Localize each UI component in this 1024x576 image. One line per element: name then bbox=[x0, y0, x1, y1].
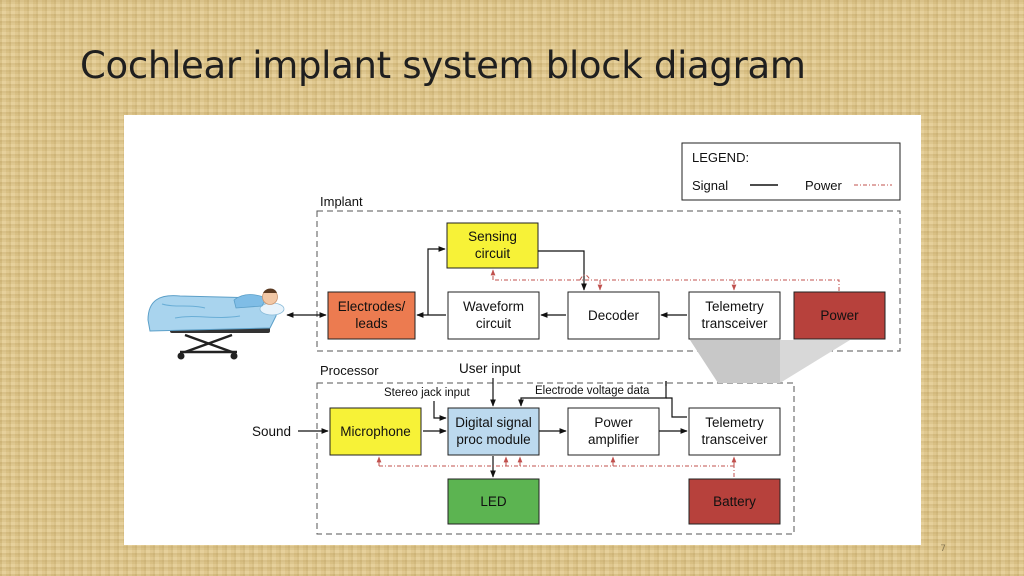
implant-power-lines bbox=[490, 269, 840, 291]
waveform-circuit-block: Waveform circuit bbox=[447, 291, 540, 340]
decoder-label: Decoder bbox=[588, 308, 640, 323]
power-link bbox=[780, 340, 850, 383]
dsp-label-1: Digital signal bbox=[455, 415, 532, 430]
user-input-label: User input bbox=[459, 361, 521, 376]
implant-power-label: Power bbox=[820, 308, 859, 323]
block-diagram-figure: LEGEND: Signal Power Implant Processor S… bbox=[124, 115, 921, 545]
legend-power-label: Power bbox=[805, 178, 843, 193]
sound-label: Sound bbox=[252, 424, 291, 439]
led-label: LED bbox=[480, 494, 507, 509]
decoder-block: Decoder bbox=[567, 291, 660, 340]
processor-power-lines bbox=[376, 456, 737, 477]
microphone-block: Microphone bbox=[329, 407, 422, 456]
implant-signal-lines bbox=[286, 246, 687, 318]
legend: LEGEND: Signal Power bbox=[681, 142, 901, 201]
implant-telemetry-label-2: transceiver bbox=[701, 316, 768, 331]
legend-title: LEGEND: bbox=[692, 150, 749, 165]
processor-group: Processor bbox=[316, 363, 795, 535]
slide-title: Cochlear implant system block diagram bbox=[80, 44, 806, 87]
electrodes-label-2: leads bbox=[355, 316, 388, 331]
sensing-label-2: circuit bbox=[475, 246, 511, 261]
implant-group: Implant bbox=[316, 194, 901, 352]
electrode-voltage-label: Electrode voltage data bbox=[535, 385, 650, 397]
implant-power-block: Power bbox=[793, 291, 886, 340]
stereo-jack-label: Stereo jack input bbox=[384, 387, 470, 399]
processor-telemetry-label-2: transceiver bbox=[701, 432, 768, 447]
page-number: 7 bbox=[940, 544, 946, 554]
legend-signal-label: Signal bbox=[692, 178, 728, 193]
amplifier-label-2: amplifier bbox=[588, 432, 640, 447]
electrodes-leads-block: Electrodes/ leads bbox=[327, 291, 416, 340]
amplifier-label-1: Power bbox=[594, 415, 633, 430]
patient-on-stretcher-icon bbox=[147, 288, 285, 360]
waveform-label-2: circuit bbox=[476, 316, 512, 331]
implant-telemetry-block: Telemetry transceiver bbox=[688, 291, 781, 340]
waveform-label-1: Waveform bbox=[463, 299, 524, 314]
processor-telemetry-label-1: Telemetry bbox=[705, 415, 764, 430]
implant-label: Implant bbox=[320, 194, 363, 209]
battery-block: Battery bbox=[688, 478, 781, 525]
telemetry-link bbox=[690, 340, 780, 383]
processor-label: Processor bbox=[320, 363, 379, 378]
implant-telemetry-label-1: Telemetry bbox=[705, 299, 764, 314]
processor-telemetry-block: Telemetry transceiver bbox=[688, 407, 781, 456]
dsp-label-2: proc module bbox=[456, 432, 530, 447]
battery-label: Battery bbox=[713, 494, 756, 509]
led-block: LED bbox=[447, 478, 540, 525]
sensing-circuit-block: Sensing circuit bbox=[446, 222, 539, 269]
microphone-label: Microphone bbox=[340, 424, 411, 439]
sensing-label-1: Sensing bbox=[468, 229, 517, 244]
electrodes-label-1: Electrodes/ bbox=[338, 299, 406, 314]
power-amplifier-block: Power amplifier bbox=[567, 407, 660, 456]
dsp-module-block: Digital signal proc module bbox=[447, 407, 540, 456]
block-diagram: LEGEND: Signal Power Implant Processor S… bbox=[147, 142, 901, 535]
